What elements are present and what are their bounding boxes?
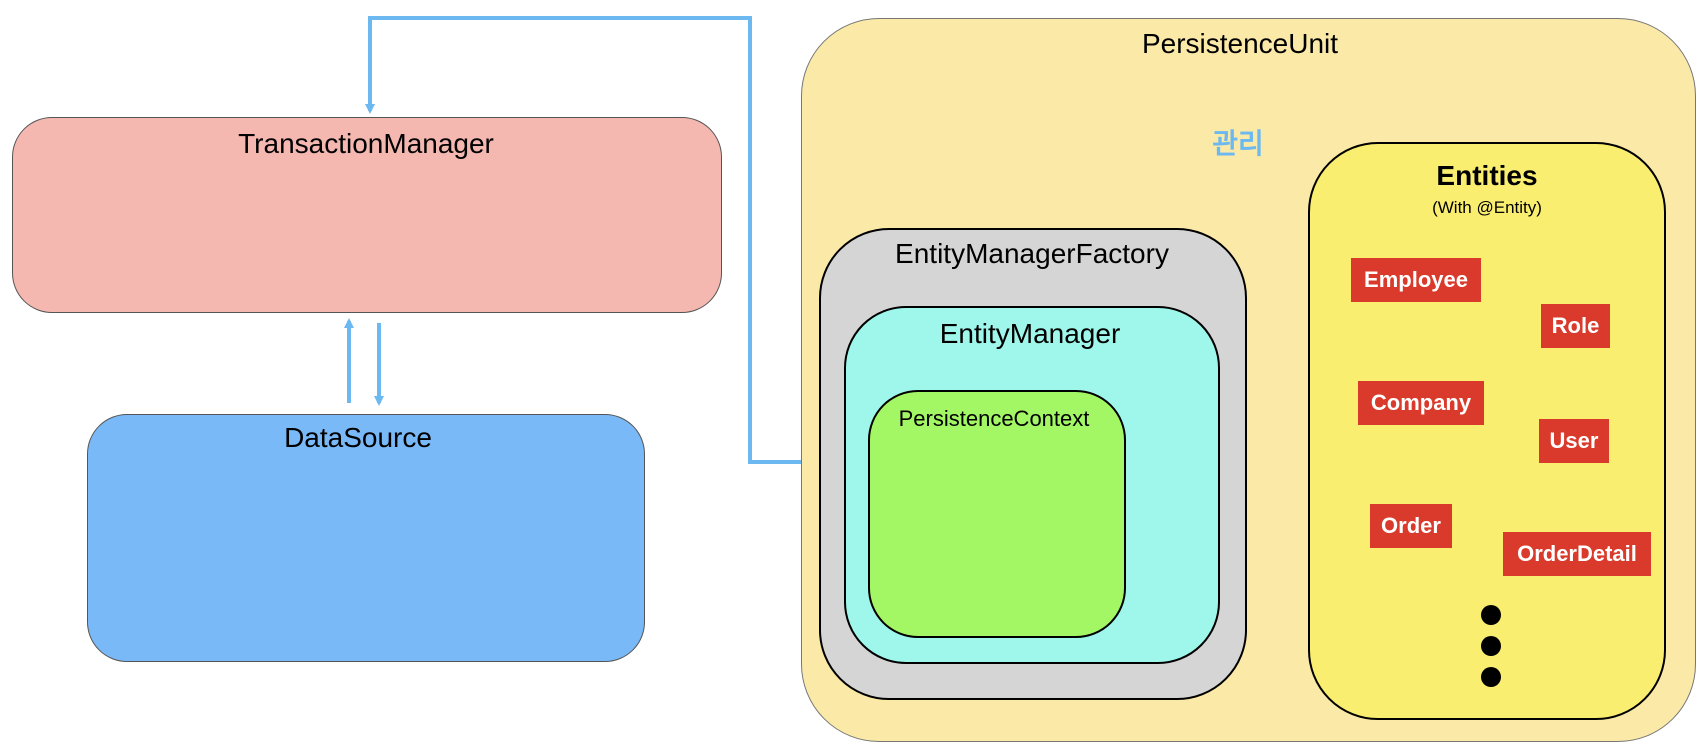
entity-order: Order bbox=[1370, 504, 1452, 548]
entities-box bbox=[1308, 142, 1666, 720]
more-dot-1 bbox=[1481, 605, 1501, 625]
entity-manager-factory-label: EntityManagerFactory bbox=[895, 238, 1169, 269]
entity-order-detail: OrderDetail bbox=[1503, 532, 1651, 576]
persistence-unit-label: PersistenceUnit bbox=[1141, 28, 1339, 59]
transaction-manager-label: TransactionManager bbox=[238, 128, 494, 159]
entity-role: Role bbox=[1541, 304, 1610, 348]
entity-manager-label: EntityManager bbox=[939, 318, 1121, 349]
data-source-box bbox=[87, 414, 645, 662]
manage-label: 관리 bbox=[1212, 128, 1264, 159]
data-source-label: DataSource bbox=[284, 422, 432, 453]
persistence-context-box bbox=[868, 390, 1126, 638]
transaction-manager-box bbox=[12, 117, 722, 313]
entities-title: Entities bbox=[1436, 160, 1538, 191]
persistence-context-label: PersistenceContext bbox=[898, 406, 1090, 431]
more-dot-3 bbox=[1481, 667, 1501, 687]
more-dot-2 bbox=[1481, 636, 1501, 656]
entity-user: User bbox=[1539, 419, 1609, 463]
entities-subtitle: (With @Entity) bbox=[1432, 198, 1542, 217]
entity-company: Company bbox=[1358, 381, 1484, 425]
entity-employee: Employee bbox=[1351, 258, 1481, 302]
